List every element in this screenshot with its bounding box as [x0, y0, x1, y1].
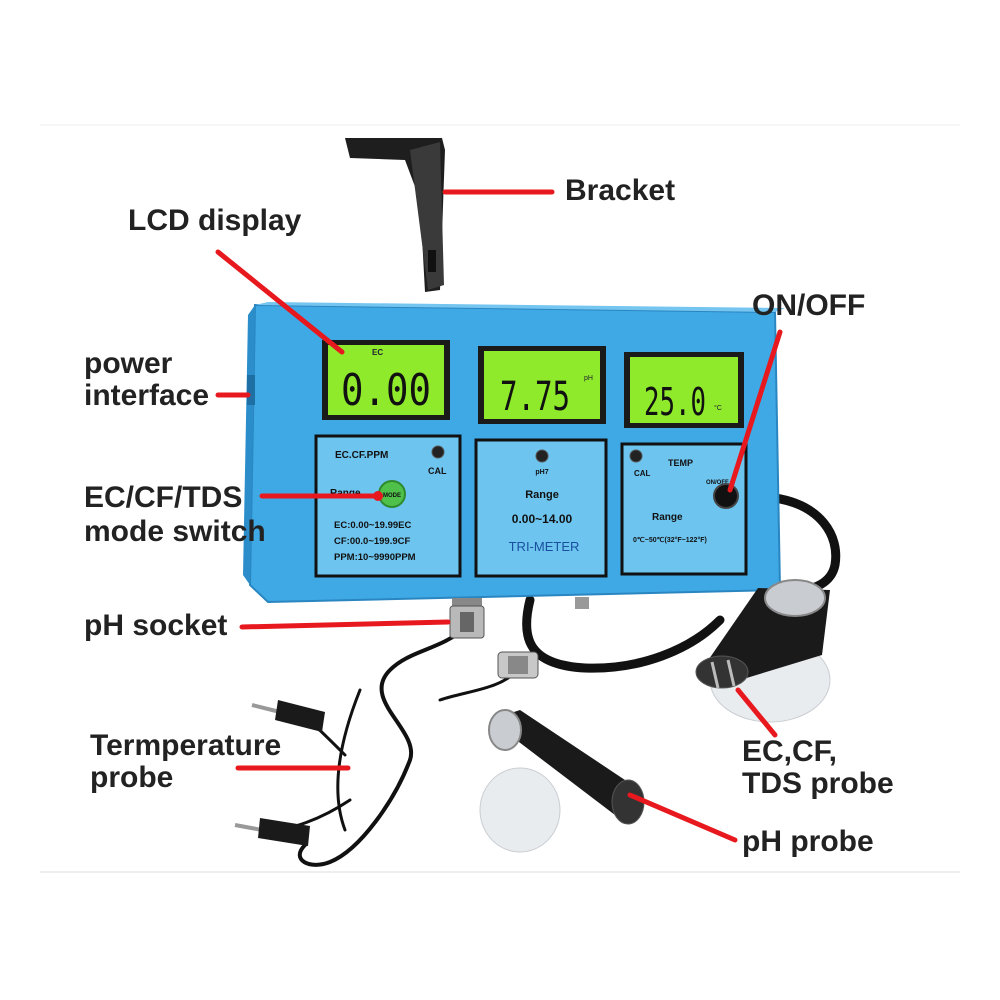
- cal-button-temp[interactable]: [629, 449, 643, 463]
- label-mode-line1: EC/CF/TDS: [84, 481, 243, 514]
- label-ph-probe: pH probe: [742, 825, 874, 858]
- annotation-lines: [215, 189, 783, 843]
- panel2-range: Range: [525, 489, 559, 501]
- panel3-range: Range: [652, 512, 683, 523]
- label-ec-line2: TDS probe: [742, 767, 894, 800]
- ph-probe: [479, 709, 645, 853]
- temperature-probe-plugs: [234, 700, 325, 846]
- label-power-line1: power: [84, 347, 173, 380]
- ec-probe-pointer: [735, 687, 778, 738]
- panel-ec: EC.CF.PPM CAL Range MODE EC:0.00~19.99EC…: [314, 434, 462, 578]
- panel2-ph7: pH7: [535, 469, 548, 476]
- lcd2-value: 7.75: [500, 374, 570, 420]
- lcd3-value: 25.0: [644, 380, 706, 424]
- label-ph-socket: pH socket: [84, 609, 228, 642]
- on-off-pointer: [727, 329, 783, 493]
- panel3-spec: 0℃~50℃(32°F~122°F): [633, 536, 707, 544]
- panel1-spec1: EC:0.00~19.99EC: [334, 520, 412, 531]
- label-temp-line1: Termperature: [90, 729, 282, 762]
- panel1-cal: CAL: [428, 466, 447, 476]
- lcd-screen-ph: 7.75 pH: [478, 346, 606, 424]
- panel-temp: CAL TEMP ON/OFF Range 0℃~50℃(32°F~122°F): [620, 442, 748, 576]
- mode-switch-pointer-dot: [373, 491, 383, 501]
- lcd-screen-temp: 25.0 °C: [624, 352, 744, 428]
- ec-probe: [695, 579, 831, 723]
- lcd-screen-ec: EC 0.00: [322, 340, 450, 420]
- ph-socket-connector: [449, 597, 589, 639]
- lcd1-tag: EC: [372, 348, 383, 357]
- ph-probe-pointer: [627, 792, 738, 843]
- label-lcd-display: LCD display: [128, 204, 302, 237]
- label-temp-line2: probe: [90, 761, 174, 794]
- lcd3-unit: °C: [714, 404, 722, 412]
- panel3-title: TEMP: [668, 458, 693, 468]
- ph-socket-pointer: [239, 619, 451, 630]
- panel1-mode: MODE: [383, 493, 401, 499]
- panel-ph: pH7 Range 0.00~14.00 TRI-METER: [474, 438, 608, 578]
- panel1-spec3: PPM:10~9990PPM: [334, 552, 416, 563]
- panel3-cal: CAL: [634, 469, 651, 478]
- label-bracket: Bracket: [565, 174, 676, 207]
- bracket: [345, 138, 445, 292]
- panel1-spec2: CF:00.0~199.9CF: [334, 536, 410, 547]
- label-mode-line2: mode switch: [84, 515, 266, 548]
- panel1-title: EC.CF.PPM: [335, 450, 388, 461]
- lcd-display-pointer: [215, 249, 345, 355]
- panel2-brand: TRI-METER: [509, 539, 580, 554]
- ph7-calibration-button[interactable]: [535, 449, 549, 463]
- panel2-spec: 0.00~14.00: [512, 512, 573, 526]
- power-button[interactable]: [713, 483, 739, 509]
- cal-button-ec[interactable]: [431, 445, 445, 459]
- lcd1-value: 0.00: [341, 365, 431, 416]
- label-ec-line1: EC,CF,: [742, 735, 838, 768]
- panel3-onoff: ON/OFF: [706, 480, 729, 486]
- bnc-plug: [497, 651, 539, 679]
- lcd2-unit: pH: [584, 375, 593, 382]
- label-on-off: ON/OFF: [752, 289, 866, 322]
- label-power-line2: interface: [84, 379, 210, 412]
- power-jack[interactable]: [247, 375, 255, 405]
